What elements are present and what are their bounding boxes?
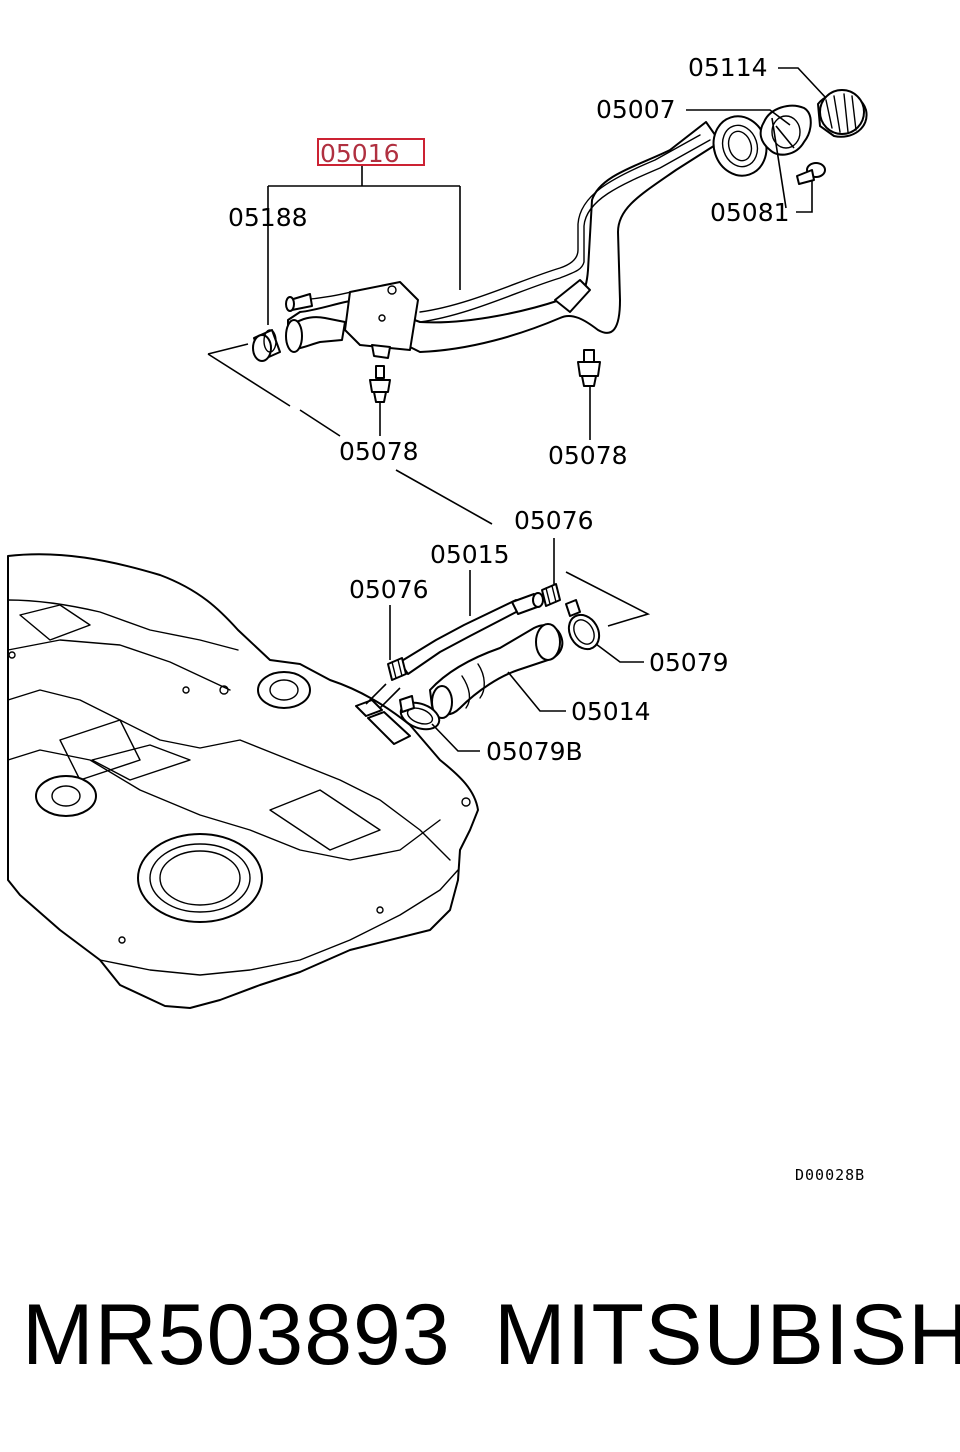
callout-05015[interactable]: 05015 [430,540,510,569]
footer: MR503893 MITSUBISHI [0,1280,960,1390]
breather-hose [399,592,544,675]
callout-05076-upper[interactable]: 05076 [514,506,594,535]
callout-05014[interactable]: 05014 [571,697,651,726]
hose-clamp-lower [399,695,441,731]
callout-05007[interactable]: 05007 [596,95,676,124]
callout-05079[interactable]: 05079 [649,648,729,677]
callout-05079b[interactable]: 05079B [486,737,583,766]
callout-05078-left[interactable]: 05078 [339,437,419,466]
drawing-code: D00028B [795,1166,865,1184]
grommet [252,329,281,362]
callout-05078-right[interactable]: 05078 [548,441,628,470]
part-number: MR503893 [22,1287,451,1383]
gasket [759,104,812,156]
bolt-left [369,365,391,403]
hose-clip-small-lower [387,657,407,681]
callout-05081[interactable]: 05081 [710,198,790,227]
hose-clamp-upper [565,599,601,651]
screw [796,162,826,185]
brand-name: MITSUBISHI [494,1287,960,1383]
callout-05016[interactable]: 05016 [320,139,400,168]
fuel-tank [7,553,479,1009]
callout-05114[interactable]: 05114 [688,53,768,82]
callout-05188[interactable]: 05188 [228,203,308,232]
highlight-box [317,138,425,166]
filler-neck-assembly [285,115,768,359]
bolt-right [577,349,601,387]
parts-diagram: 05114 05007 05016 05188 05081 05078 0507… [7,53,868,1184]
leader-lines [207,67,827,752]
hose-clip-small-upper [541,583,561,607]
callout-05076-lower[interactable]: 05076 [349,575,429,604]
filler-hose [429,623,564,719]
fuel-cap [817,89,868,138]
